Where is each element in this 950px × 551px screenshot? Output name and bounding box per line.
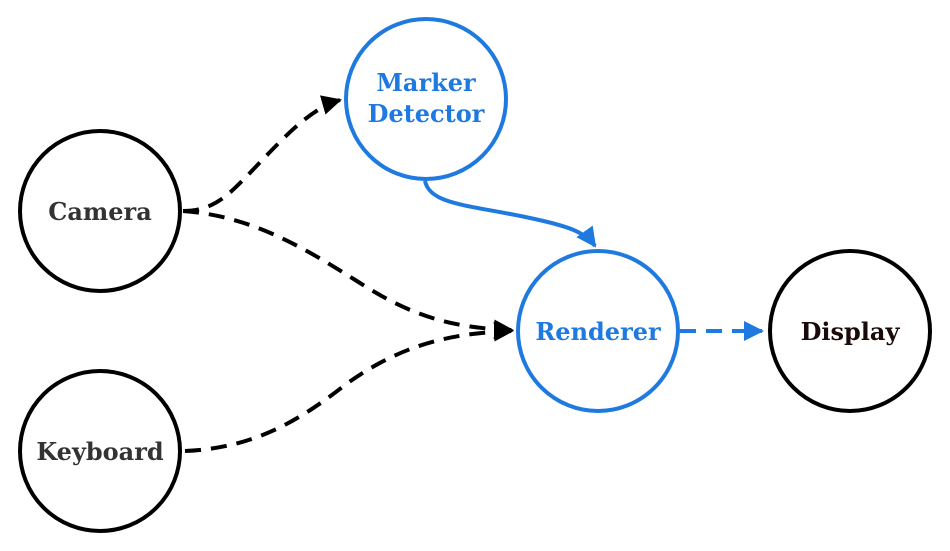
node-marker-detector: Marker Detector (344, 17, 508, 181)
edge-keyboard-to-renderer (184, 321, 514, 453)
keyboard-circle (18, 369, 182, 533)
edge-camera-to-renderer (182, 209, 514, 340)
marker-detector-label-line1: Marker (376, 68, 476, 97)
node-keyboard: Keyboard (18, 369, 182, 533)
camera-circle (18, 129, 182, 293)
display-circle (768, 249, 932, 413)
display-label: Display (801, 317, 901, 346)
edge-camera-to-marker-detector (182, 95, 342, 213)
node-camera: Camera (18, 129, 182, 293)
node-display: Display (768, 249, 932, 413)
camera-label: Camera (48, 197, 152, 226)
renderer-label: Renderer (535, 317, 661, 346)
renderer-circle (516, 249, 680, 413)
keyboard-label: Keyboard (36, 437, 164, 466)
marker-detector-circle (344, 17, 508, 181)
edge-marker-detector-to-renderer (423, 180, 597, 248)
node-renderer: Renderer (516, 249, 680, 413)
marker-detector-label-line2: Detector (368, 99, 485, 128)
